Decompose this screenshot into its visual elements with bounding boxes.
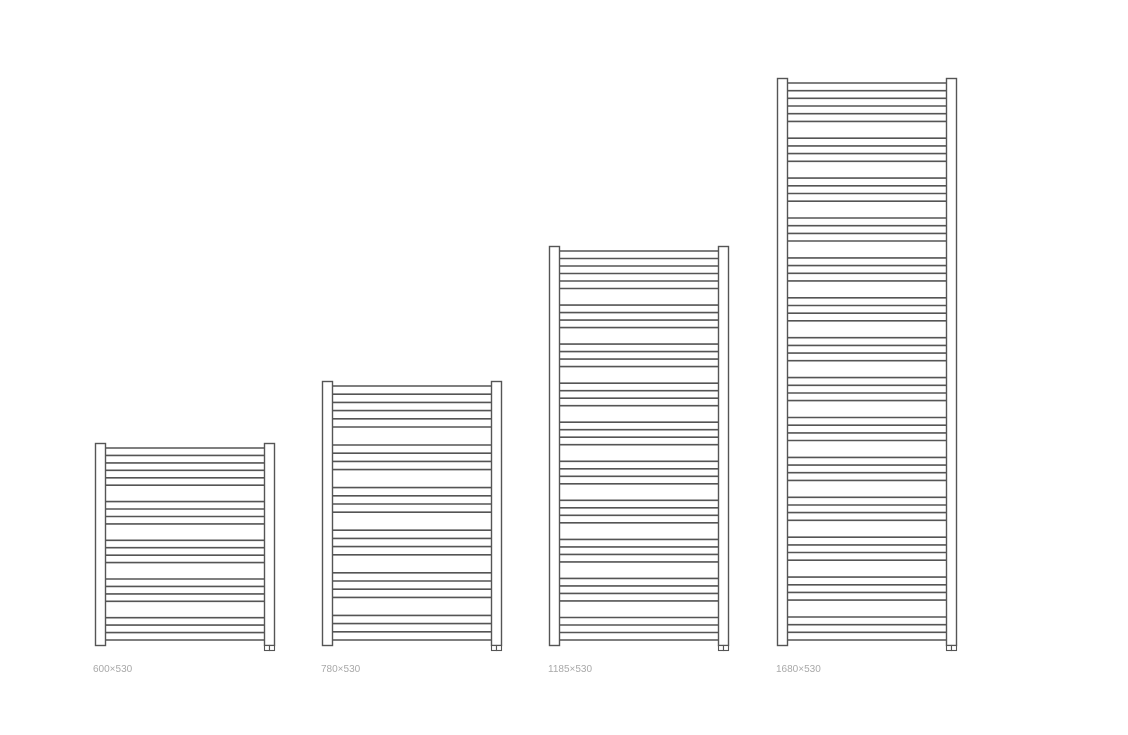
left-rail: [94, 442, 107, 647]
left-rail: [321, 380, 334, 647]
valve-connector: [495, 644, 503, 652]
radiator-4: [776, 77, 958, 652]
radiator-label-780x530: 780×530: [321, 664, 361, 675]
valve-connector: [268, 644, 276, 652]
valve-connector: [717, 644, 725, 652]
right-rail: [490, 380, 503, 647]
radiator-label-600x530: 600×530: [93, 664, 133, 675]
valve-connector: [490, 644, 498, 652]
right-rail: [717, 245, 730, 647]
left-rail: [776, 77, 789, 647]
valve-connector: [722, 644, 730, 652]
right-rail: [263, 442, 276, 647]
radiator-label-1185x530: 1185×530: [548, 664, 593, 675]
right-rail: [945, 77, 958, 647]
valve-connector: [263, 644, 271, 652]
valve-connector: [945, 644, 953, 652]
left-rail: [548, 245, 561, 647]
valve-connector: [950, 644, 958, 652]
radiator-2: [321, 380, 503, 652]
radiator-1: [94, 442, 276, 652]
radiator-label-1680x530: 1680×530: [776, 664, 821, 675]
radiator-3: [548, 245, 730, 652]
